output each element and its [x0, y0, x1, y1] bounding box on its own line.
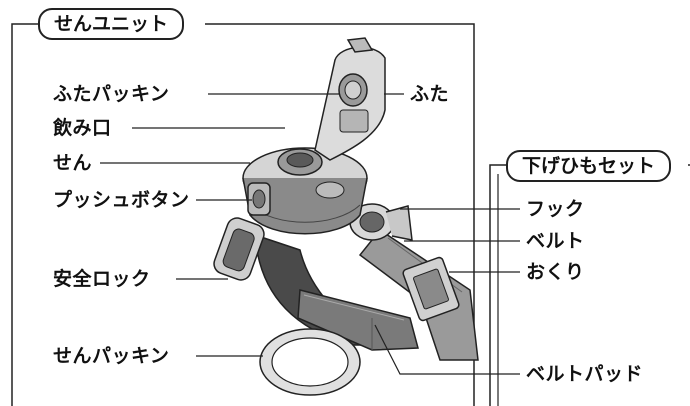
plug-body	[242, 147, 368, 235]
label-lid-packing: ふたパッキン	[53, 83, 170, 105]
safety-lock-shape	[213, 217, 265, 281]
section-plug-unit: せんユニット	[38, 8, 185, 40]
lid-shape	[314, 37, 386, 161]
label-buckle: おくり	[526, 261, 585, 283]
label-plug: せん	[53, 152, 93, 174]
plug-unit-bracket	[11, 23, 475, 406]
label-lid: ふた	[410, 83, 450, 105]
label-push-button: プッシュボタン	[53, 189, 190, 211]
label-hook: フック	[526, 198, 585, 220]
label-spout: 飲み口	[53, 117, 112, 139]
label-belt: ベルト	[526, 230, 585, 252]
leader-belt-pad	[374, 324, 520, 375]
leader-lines	[100, 93, 520, 375]
label-safety-lock: 安全ロック	[53, 268, 151, 290]
section-strap-set: 下げひもセット	[506, 150, 672, 182]
push-button-shape	[247, 182, 271, 216]
belt-pad	[297, 289, 419, 351]
plug-packing-ring	[259, 328, 361, 396]
label-plug-packing: せんパッキン	[53, 345, 170, 367]
label-belt-pad: ベルトパッド	[526, 363, 644, 385]
